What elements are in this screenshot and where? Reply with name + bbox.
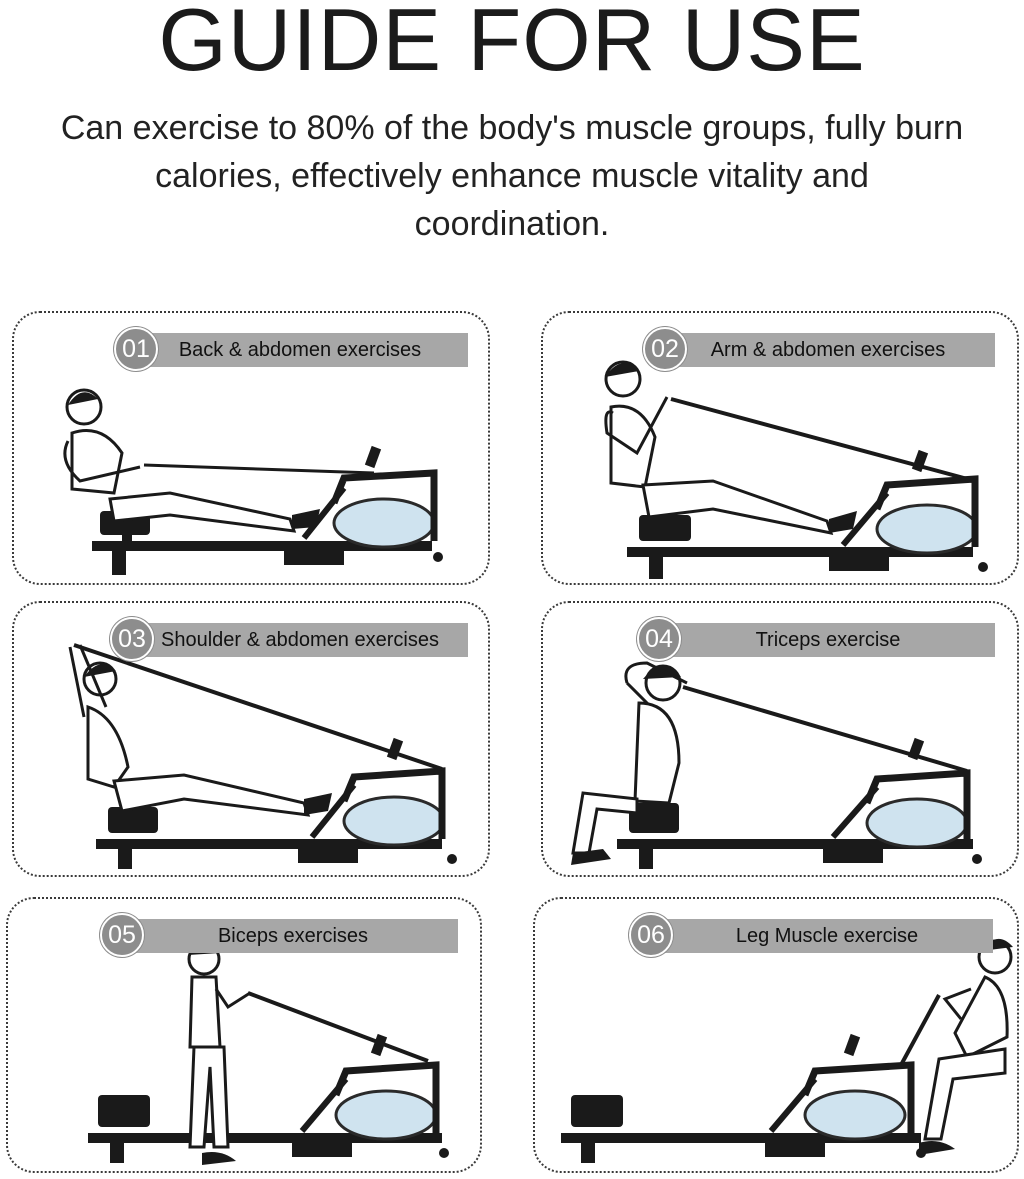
exercise-number-badge: 04: [637, 617, 681, 661]
exercise-label: Shoulder & abdomen exercises: [161, 629, 439, 651]
exercise-label-bar: Biceps exercises: [128, 919, 458, 953]
rowing-illustration-back: [63, 388, 443, 575]
exercise-number-badge: 05: [100, 913, 144, 957]
exercise-label-bar: Back & abdomen exercises: [132, 333, 468, 367]
exercise-number-badge: 06: [629, 913, 673, 957]
exercise-label: Biceps exercises: [217, 925, 369, 947]
page-title: GUIDE FOR USE: [158, 0, 866, 89]
exercise-card-05: Biceps exercises 05: [6, 897, 482, 1173]
exercise-label-bar: Shoulder & abdomen exercises: [132, 623, 468, 657]
exercise-card-01: Back & abdomen exercises 01: [12, 311, 490, 585]
rowing-illustration-shoulder: [68, 643, 457, 869]
exercise-number-badge: 02: [643, 327, 687, 371]
exercise-card-06: Leg Muscle exercise 06: [533, 897, 1019, 1173]
rowing-illustration-arm: [604, 360, 988, 579]
page-subtitle: Can exercise to 80% of the body's muscle…: [60, 109, 964, 243]
exercise-card-04: Triceps exercise 04: [541, 601, 1019, 877]
exercise-label-bar: Leg Muscle exercise: [661, 919, 993, 953]
rowing-illustration-triceps: [571, 661, 982, 869]
exercise-label: Back & abdomen exercises: [178, 339, 422, 361]
exercise-number-badge: 01: [114, 327, 158, 371]
exercise-label-bar: Arm & abdomen exercises: [661, 333, 995, 367]
exercise-label: Triceps exercise: [755, 629, 901, 651]
exercise-label: Leg Muscle exercise: [735, 925, 919, 947]
exercise-label: Arm & abdomen exercises: [710, 339, 946, 361]
exercise-number-badge: 03: [110, 617, 154, 661]
exercise-label-bar: Triceps exercise: [661, 623, 995, 657]
exercise-card-03: Shoulder & abdomen exercises 03: [12, 601, 490, 877]
exercise-card-02: Arm & abdomen exercises 02: [541, 311, 1019, 585]
